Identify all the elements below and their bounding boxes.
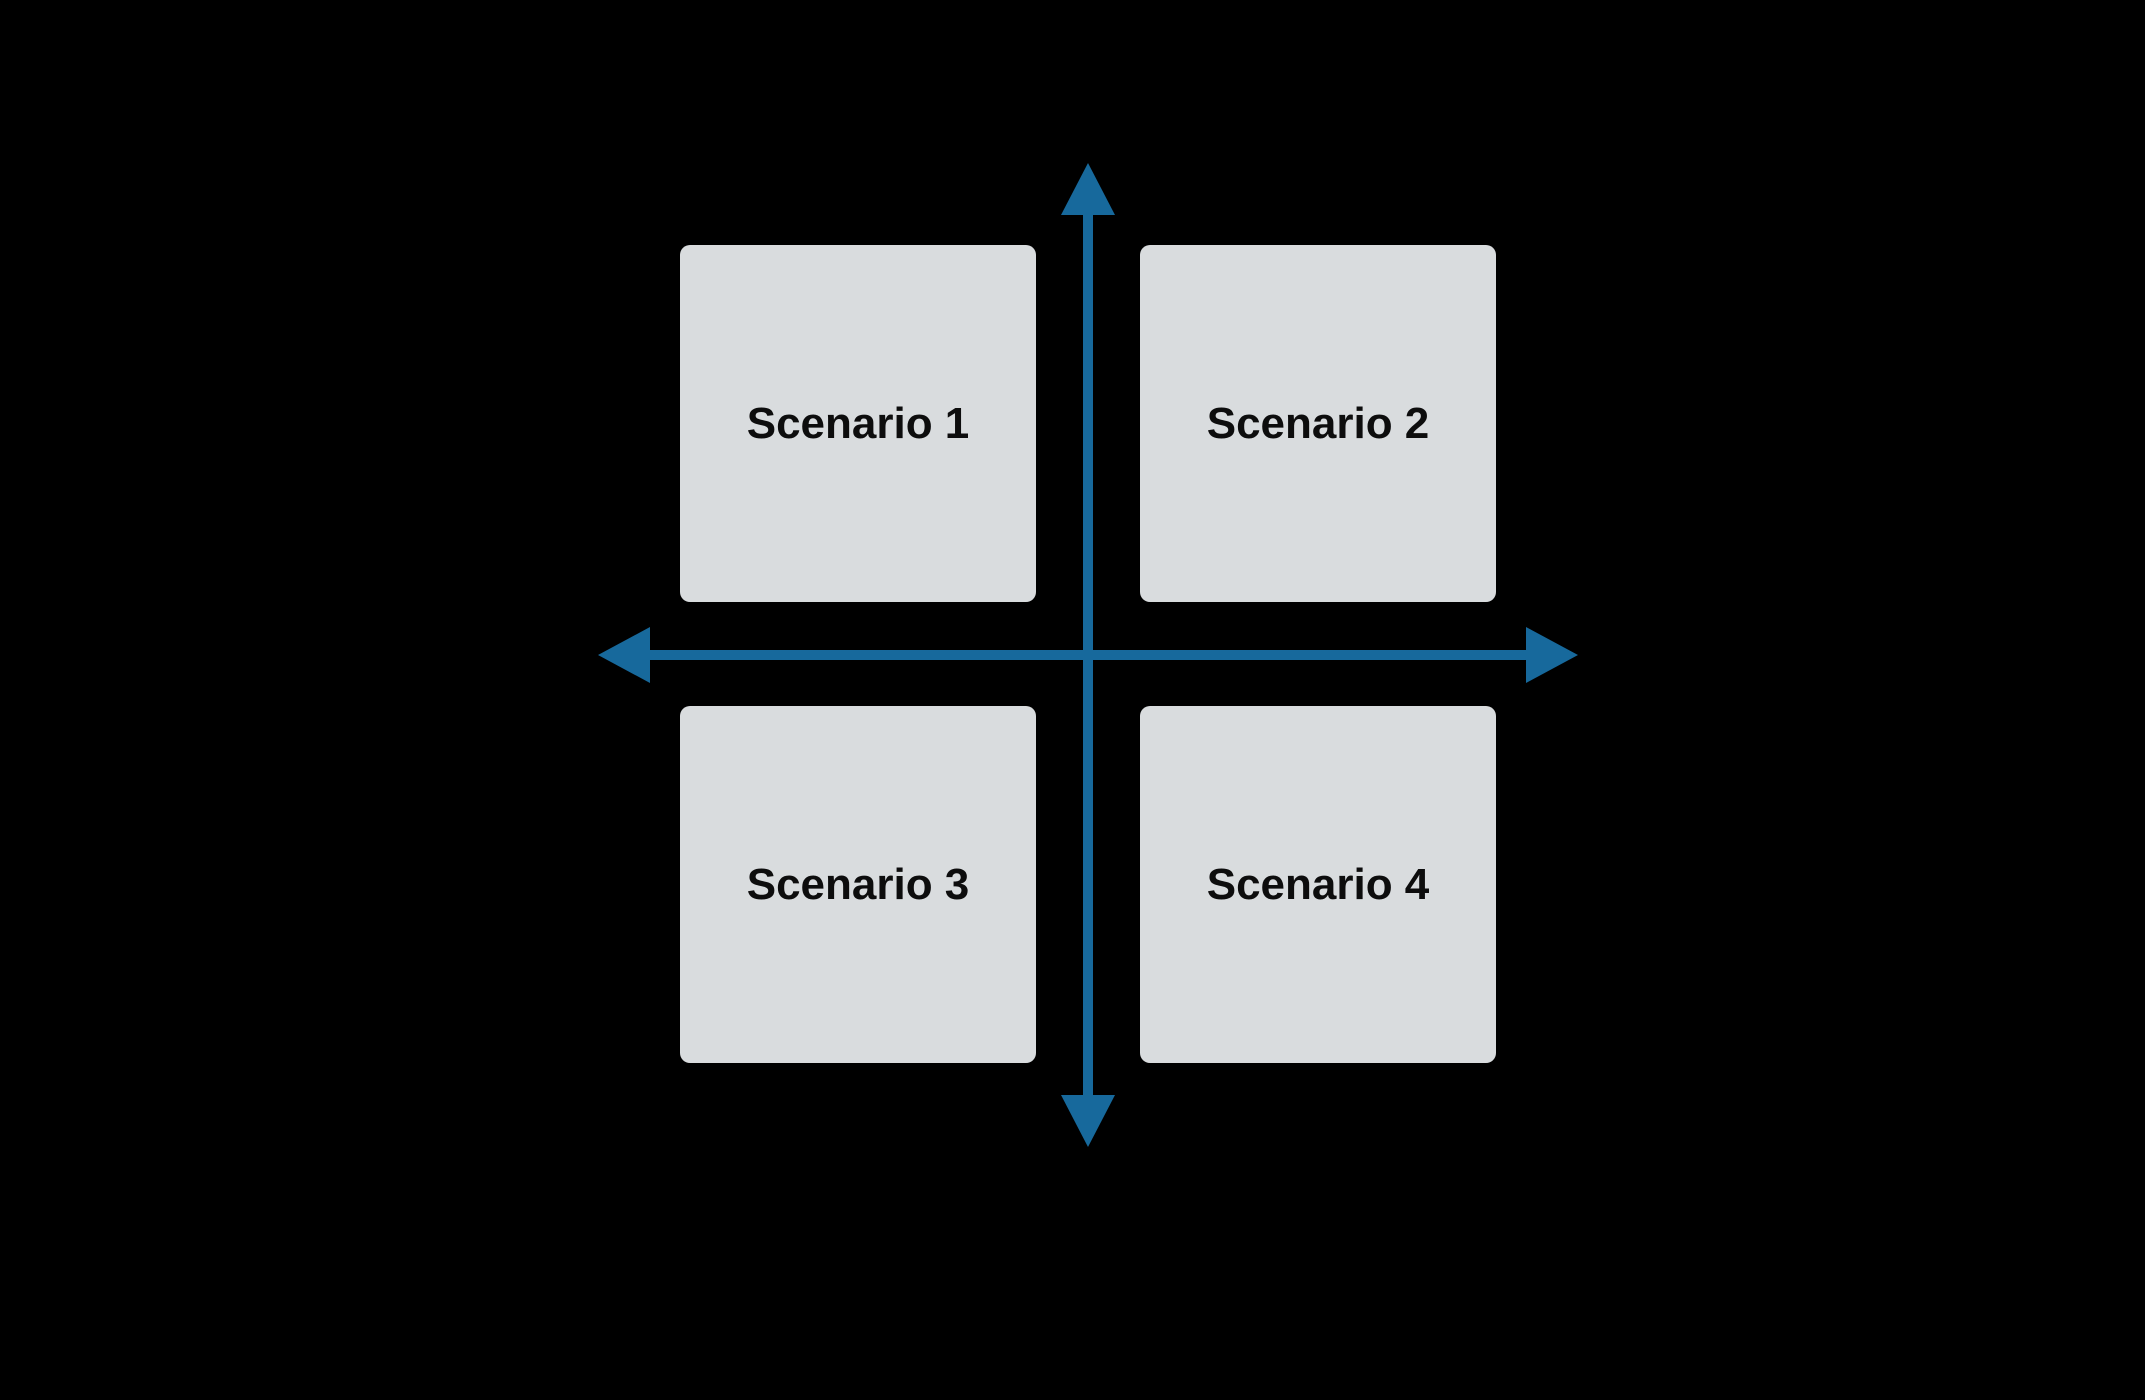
quadrant-scenario-4: Scenario 4 — [1140, 706, 1496, 1063]
quadrant-1-label: Scenario 1 — [746, 398, 970, 448]
quadrant-scenario-2: Scenario 2 — [1140, 245, 1496, 602]
arrow-left-icon — [598, 627, 650, 683]
arrow-up-icon — [1061, 163, 1115, 215]
quadrant-4-label: Scenario 4 — [1206, 859, 1430, 909]
quadrant-scenario-1: Scenario 1 — [680, 245, 1036, 602]
arrow-down-icon — [1061, 1095, 1115, 1147]
quadrant-3-label: Scenario 3 — [746, 859, 970, 909]
quadrant-scenario-3: Scenario 3 — [680, 706, 1036, 1063]
quadrant-2-label: Scenario 2 — [1206, 398, 1430, 448]
arrow-right-icon — [1526, 627, 1578, 683]
